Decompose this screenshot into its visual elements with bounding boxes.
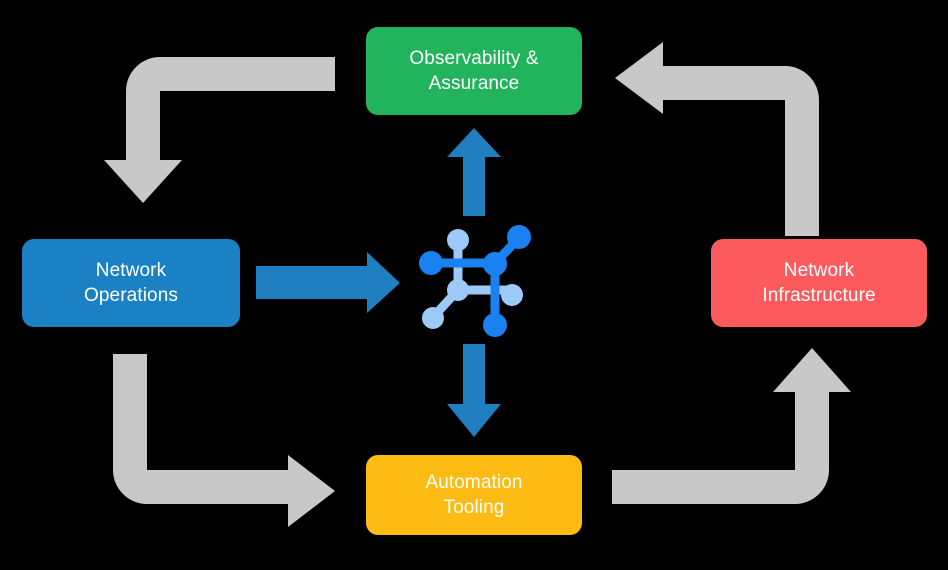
node-label-network-operations: Network Operations [84, 259, 178, 306]
blue-arrow-center-to-observability [447, 128, 501, 216]
gray-arrow-observability-to-operations [104, 57, 335, 203]
node-box-observability[interactable]: Observability & Assurance [366, 27, 582, 115]
node-box-network-operations[interactable]: Network Operations [22, 239, 240, 327]
node-label-observability: Observability & Assurance [409, 47, 539, 94]
network-topology-icon [419, 225, 531, 337]
gray-arrow-automation-to-infrastructure [612, 348, 851, 504]
blue-arrow-center-to-automation [447, 344, 501, 437]
blue-arrow-operations-to-center [256, 252, 400, 313]
gray-arrow-infrastructure-to-observability [615, 42, 819, 236]
node-box-network-infrastructure[interactable]: Network Infrastructure [711, 239, 927, 327]
gray-arrow-operations-to-automation [113, 354, 335, 527]
node-label-automation-tooling: Automation Tooling [425, 471, 523, 518]
node-box-automation-tooling[interactable]: Automation Tooling [366, 455, 582, 535]
node-label-network-infrastructure: Network Infrastructure [762, 259, 876, 306]
